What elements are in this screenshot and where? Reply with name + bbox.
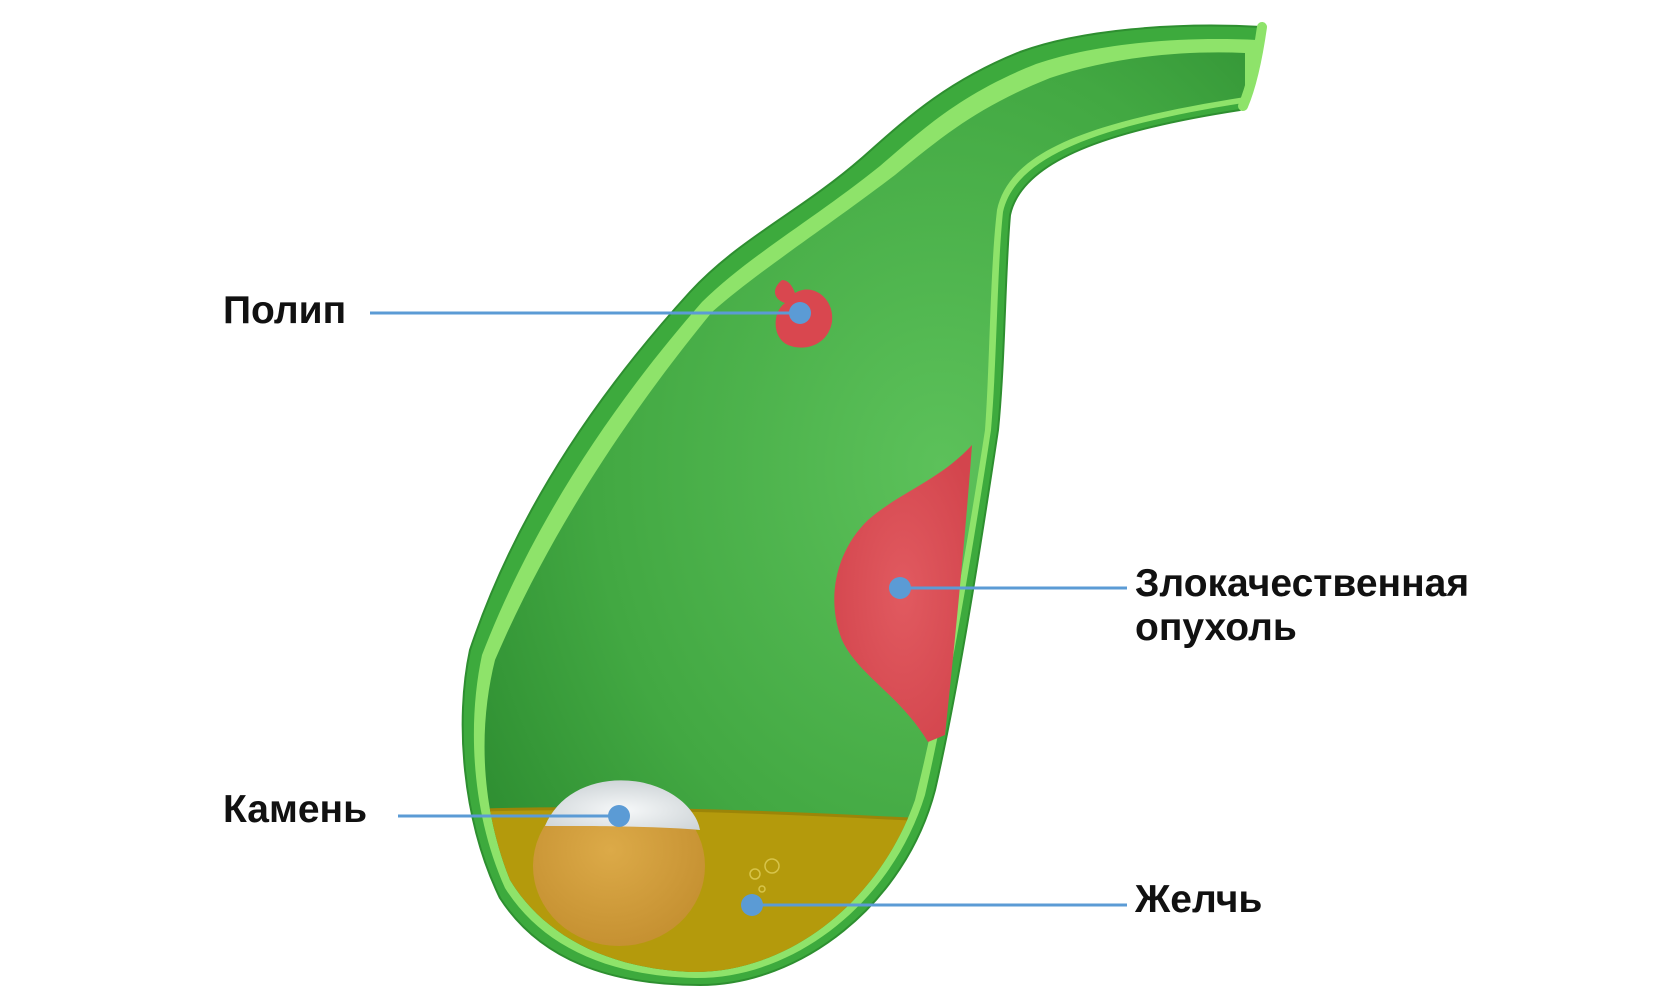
tumor-label-line2: опухоль [1135,606,1469,650]
tumor-marker [889,577,911,599]
stone-marker [608,805,630,827]
stone-label: Камень [223,788,367,832]
polyp-marker [789,302,811,324]
polyp-label: Полип [223,289,346,333]
bile-label: Желчь [1135,878,1262,922]
tumor-label: Злокачественная опухоль [1135,562,1469,650]
bile-marker [741,894,763,916]
tumor-label-line1: Злокачественная [1135,562,1469,606]
